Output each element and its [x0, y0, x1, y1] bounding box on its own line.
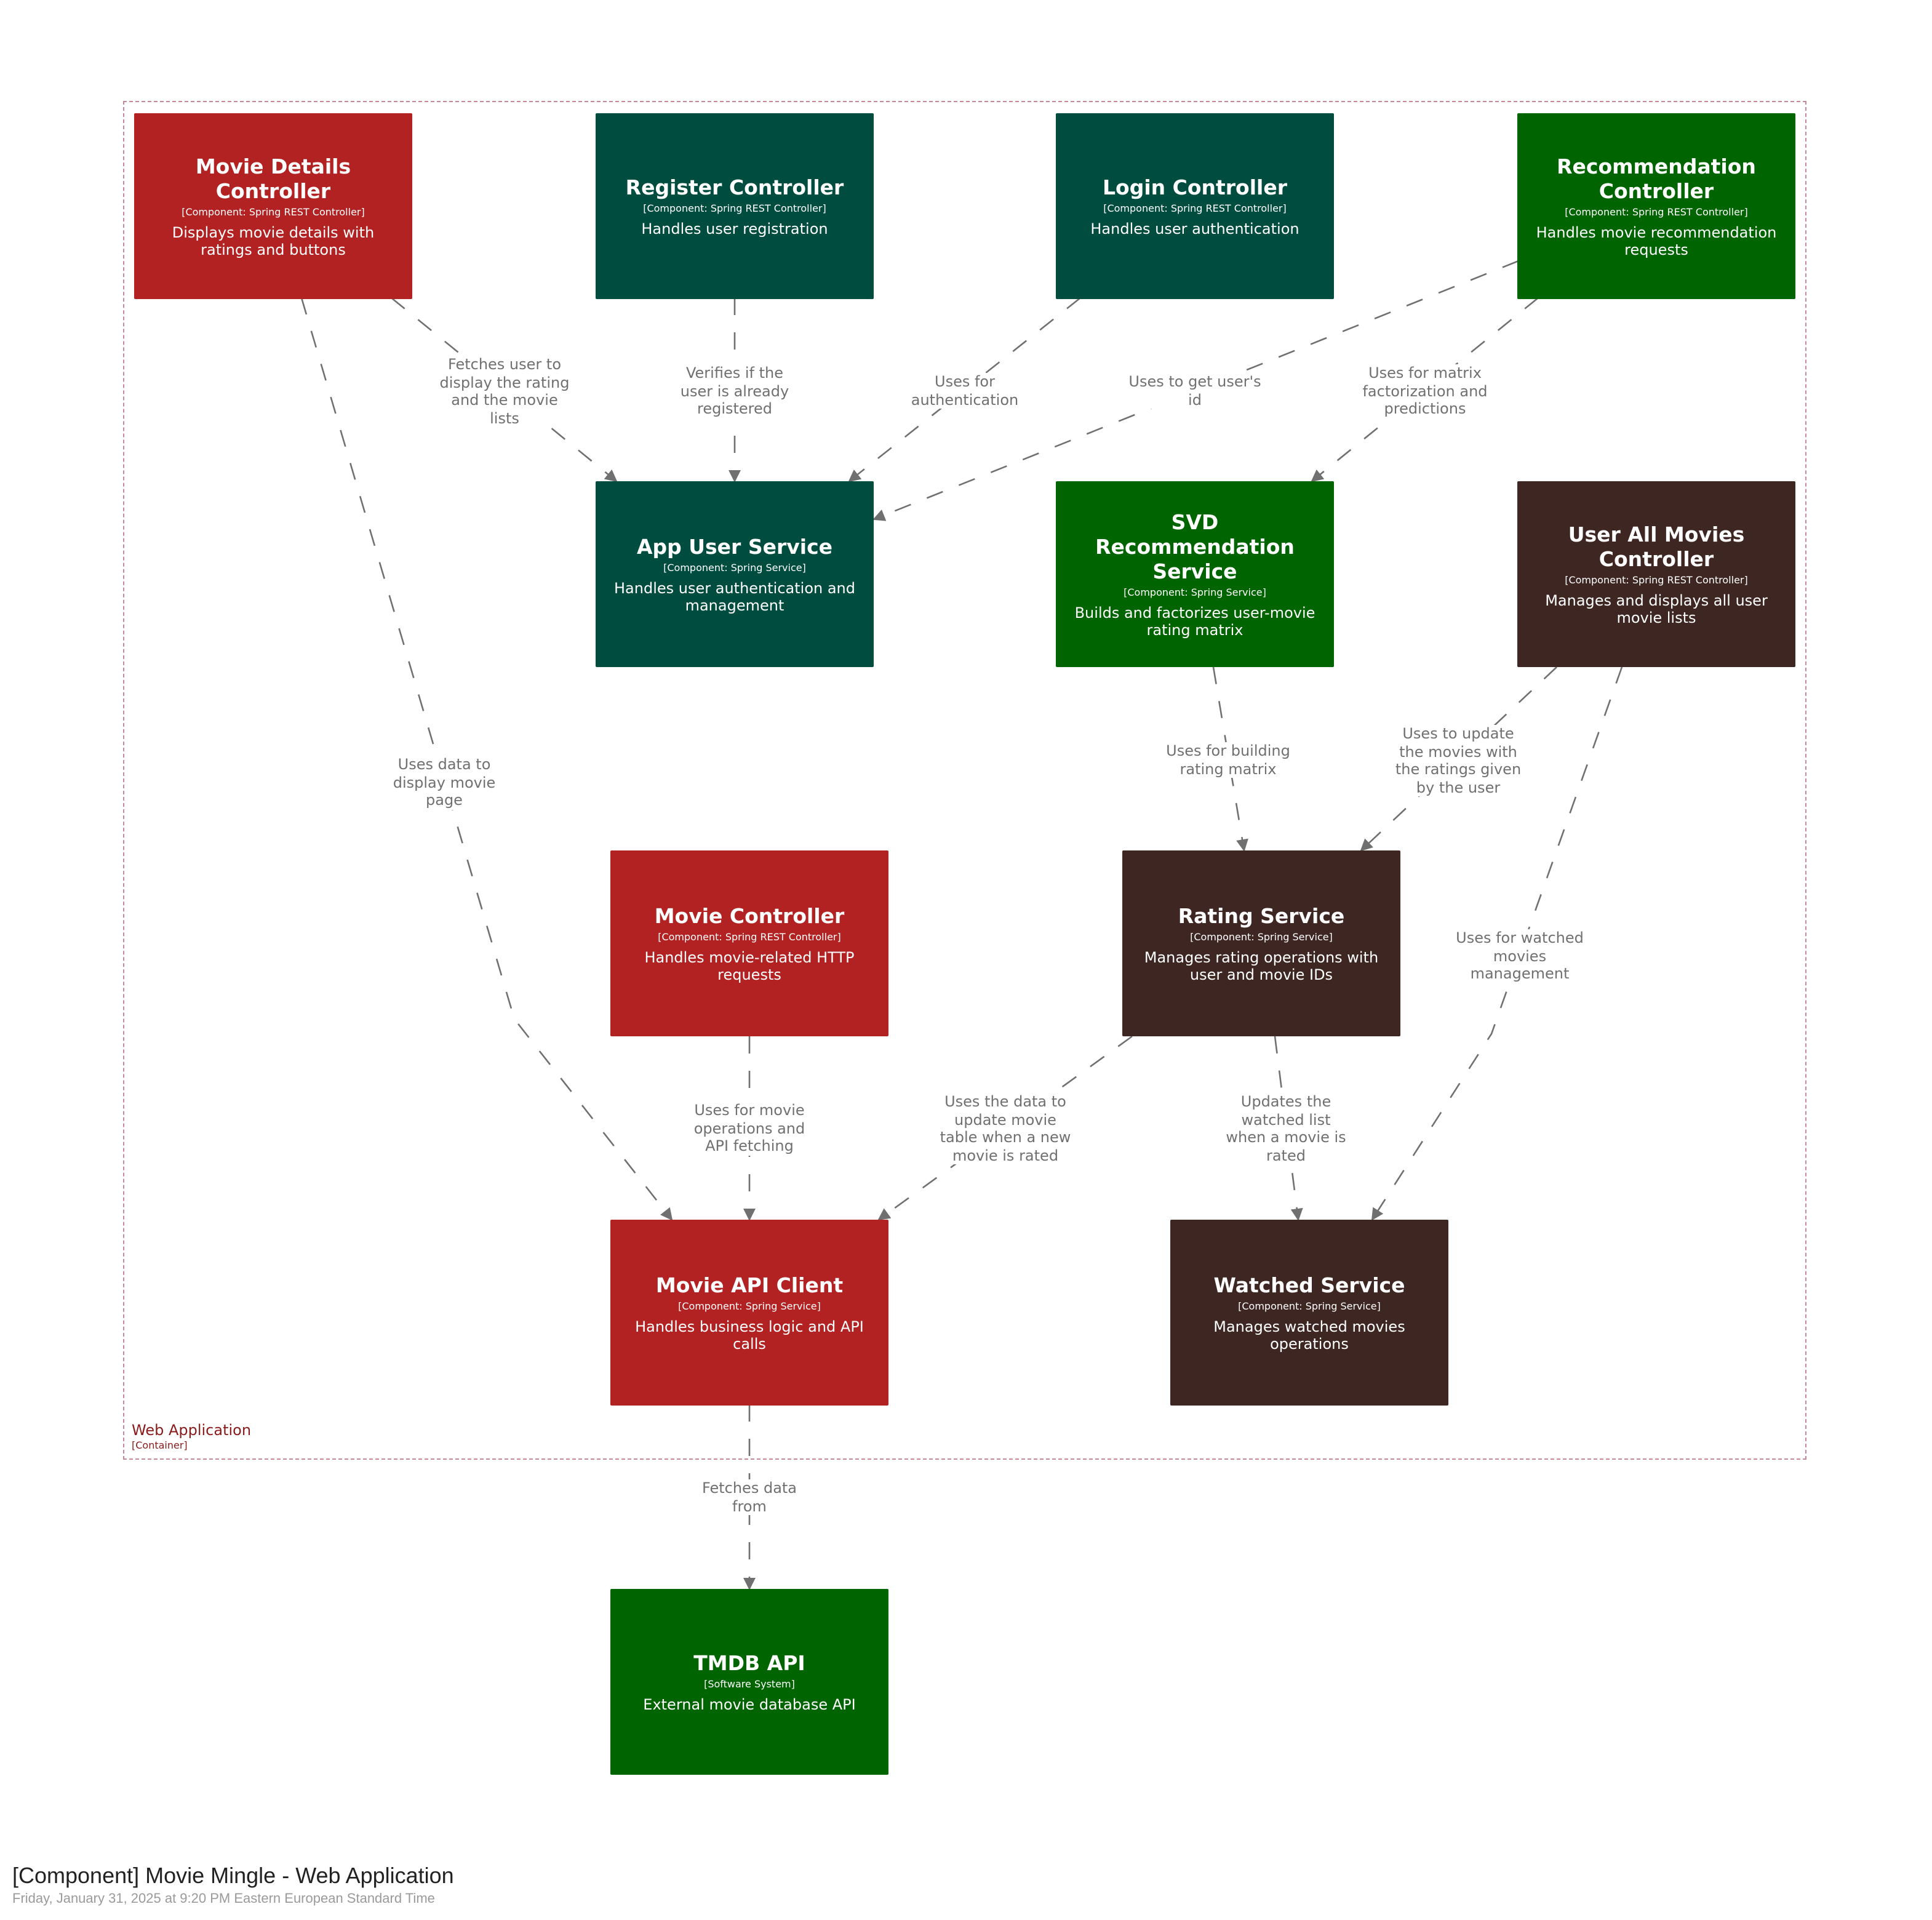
node-type: [Component: Spring REST Controller] — [1103, 202, 1287, 214]
node-description: External movie database API — [643, 1695, 856, 1713]
node-title: App User Service — [636, 535, 833, 558]
node-type: [Component: Spring Service] — [1124, 586, 1266, 598]
node-type: [Component: Spring Service] — [1190, 931, 1333, 942]
node-app-user-service[interactable]: App User Service [Component: Spring Serv… — [596, 481, 874, 667]
node-type: [Component: Spring REST Controller] — [1565, 574, 1748, 585]
edge-label-e11: Uses the data to update movie table when… — [940, 1093, 1071, 1164]
node-title: Movie Details Controller — [195, 154, 351, 202]
edge-label-e6: Uses data to display movie page — [393, 756, 496, 809]
node-register-controller[interactable]: Register Controller [Component: Spring R… — [596, 113, 874, 299]
boundary-type: [Container] — [132, 1440, 188, 1451]
web-application-boundary — [123, 101, 1806, 1460]
node-title: TMDB API — [693, 1651, 805, 1674]
node-type: [Component: Spring Service] — [678, 1300, 821, 1311]
edge-label-e3: Uses for authentication — [911, 373, 1019, 409]
node-title: Rating Service — [1178, 904, 1345, 927]
node-type: [Software System] — [704, 1678, 795, 1689]
node-title: Login Controller — [1103, 175, 1287, 199]
node-type: [Component: Spring REST Controller] — [1565, 206, 1748, 217]
node-type: [Component: Spring Service] — [663, 562, 806, 573]
node-description: Handles business logic and API calls — [635, 1318, 864, 1352]
node-description: Manages watched movies operations — [1213, 1318, 1405, 1352]
node-login-controller[interactable]: Login Controller [Component: Spring REST… — [1056, 113, 1334, 299]
node-movie-details-controller[interactable]: Movie Details Controller [Component: Spr… — [134, 113, 412, 299]
node-description: Handles user registration — [641, 220, 828, 237]
node-description: Manages and displays all user movie list… — [1545, 591, 1768, 626]
edge-user-all-movies-to-rating — [1360, 666, 1557, 852]
node-movie-api-client[interactable]: Movie API Client [Component: Spring Serv… — [610, 1220, 888, 1406]
node-user-all-movies-controller[interactable]: User All Movies Controller [Component: S… — [1517, 481, 1795, 667]
node-description: Manages rating operations with user and … — [1144, 948, 1379, 983]
node-type: [Component: Spring REST Controller] — [643, 202, 826, 214]
edge-label-e4: Uses to get user's id — [1128, 373, 1261, 409]
edge-label-e9: Uses for watched movies management — [1456, 929, 1584, 983]
edge-label-e13: Fetches data from — [701, 1479, 797, 1515]
node-watched-service[interactable]: Watched Service [Component: Spring Servi… — [1170, 1220, 1448, 1406]
node-type: [Component: Spring REST Controller] — [658, 931, 841, 942]
node-tmdb-api[interactable]: TMDB API [Software System] External movi… — [610, 1589, 888, 1775]
edge-label-e12: Updates the watched list when a movie is… — [1226, 1093, 1346, 1164]
node-recommendation-controller[interactable]: Recommendation Controller [Component: Sp… — [1517, 113, 1795, 299]
edge-label-e2: Verifies if the user is already register… — [680, 364, 789, 418]
node-description: Displays movie details with ratings and … — [172, 223, 375, 258]
edge-label-e5: Uses for matrix factorization and predic… — [1362, 364, 1488, 418]
node-title: Movie API Client — [655, 1273, 844, 1297]
node-title: SVD Recommendation Service — [1095, 510, 1295, 583]
edge-user-all-movies-to-watched — [1371, 666, 1623, 1221]
edge-label-e1: Fetches user to display the rating and t… — [439, 356, 570, 427]
node-title: Recommendation Controller — [1557, 154, 1756, 202]
node-description: Handles user authentication — [1090, 220, 1299, 237]
edge-movie-details-to-movie-api — [300, 297, 673, 1221]
node-type: [Component: Spring REST Controller] — [182, 206, 365, 217]
edge-label-e8: Uses to update the movies with the ratin… — [1395, 725, 1522, 796]
node-title: Register Controller — [625, 175, 844, 199]
node-rating-service[interactable]: Rating Service [Component: Spring Servic… — [1122, 850, 1400, 1036]
node-description: Handles movie-related HTTP requests — [644, 948, 855, 983]
node-title: Movie Controller — [654, 904, 845, 927]
node-title: Watched Service — [1213, 1273, 1405, 1297]
node-description: Handles user authentication and manageme… — [614, 579, 855, 614]
diagram-title: [Component] Movie Mingle - Web Applicati… — [12, 1863, 454, 1888]
node-description: Handles movie recommendation requests — [1536, 223, 1777, 258]
node-movie-controller[interactable]: Movie Controller [Component: Spring REST… — [610, 850, 888, 1036]
edge-svd-to-rating — [1212, 666, 1248, 852]
boundary-label: Web Application — [132, 1422, 252, 1439]
node-title: User All Movies Controller — [1568, 522, 1745, 570]
node-svd-recommendation-service[interactable]: SVD Recommendation Service [Component: S… — [1056, 481, 1334, 667]
node-type: [Component: Spring Service] — [1238, 1300, 1381, 1311]
edge-rating-to-watched — [1274, 1036, 1303, 1221]
diagram-subtitle: Friday, January 31, 2025 at 9:20 PM East… — [12, 1892, 435, 1906]
edge-label-e7: Uses for building rating matrix — [1166, 742, 1290, 778]
node-description: Builds and factorizes user-movie rating … — [1074, 604, 1315, 638]
edge-label-e10: Uses for movie operations and API fetchi… — [693, 1102, 805, 1155]
